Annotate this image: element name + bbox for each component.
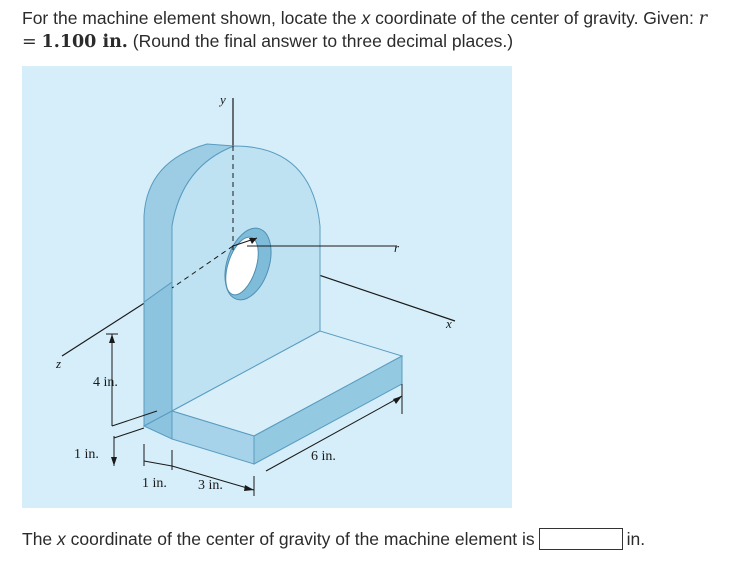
axis-y-label: y <box>218 92 226 107</box>
answer-text: coordinate of the center of gravity of t… <box>70 529 535 549</box>
question-prefix: For the machine element shown, locate th… <box>22 8 357 28</box>
dim-1in-horiz-line <box>143 460 173 467</box>
answer-row: The x coordinate of the center of gravit… <box>22 527 645 551</box>
answer-prefix: The <box>22 529 53 549</box>
dim-1in-horiz-label: 1 in. <box>142 476 167 491</box>
answer-unit: in. <box>626 529 646 549</box>
dim-6in-label: 6 in. <box>311 449 336 464</box>
dim-3in-line <box>171 465 255 491</box>
machine-element-figure: y x z r 4 in. 1 in. 1 in. 3 in. 6 in. <box>22 66 512 508</box>
question-var-x: x <box>361 8 371 28</box>
radius-arrowhead <box>249 238 257 244</box>
dim-1in-arrow <box>111 457 117 466</box>
question-suffix: (Round the final answer to three decimal… <box>132 31 514 51</box>
dim-4in-arrow-top <box>109 334 115 343</box>
dim-1in-vert-label: 1 in. <box>74 447 99 462</box>
dim-6in-arrow <box>393 396 402 404</box>
answer-var-x: x <box>57 529 66 549</box>
z-axis-hidden <box>171 245 234 289</box>
given-value: 1.100 in. <box>41 32 128 52</box>
dim-3in-arrow <box>244 485 254 491</box>
machine-element-drawing: y x z r 4 in. 1 in. 1 in. 3 in. 6 in. <box>55 92 456 496</box>
question-text: For the machine element shown, locate th… <box>22 7 722 53</box>
radius-label: r <box>394 240 400 255</box>
dim-ext-line <box>111 410 158 427</box>
hole-inner <box>225 236 259 296</box>
given-variable: r <box>698 9 708 29</box>
dim-3in-label: 3 in. <box>198 478 223 493</box>
dim-1in-ext <box>113 427 145 439</box>
given-equals: = <box>22 32 37 52</box>
dim-6in-line <box>265 395 403 472</box>
question-mid: coordinate of the center of gravity. Giv… <box>375 8 694 28</box>
upright-side-face <box>143 281 173 427</box>
dim-4in-label: 4 in. <box>93 375 118 390</box>
answer-input[interactable] <box>538 528 623 550</box>
axis-x-label: x <box>445 316 452 331</box>
upright-bottom-side <box>142 410 173 440</box>
axis-z-label: z <box>55 356 61 371</box>
